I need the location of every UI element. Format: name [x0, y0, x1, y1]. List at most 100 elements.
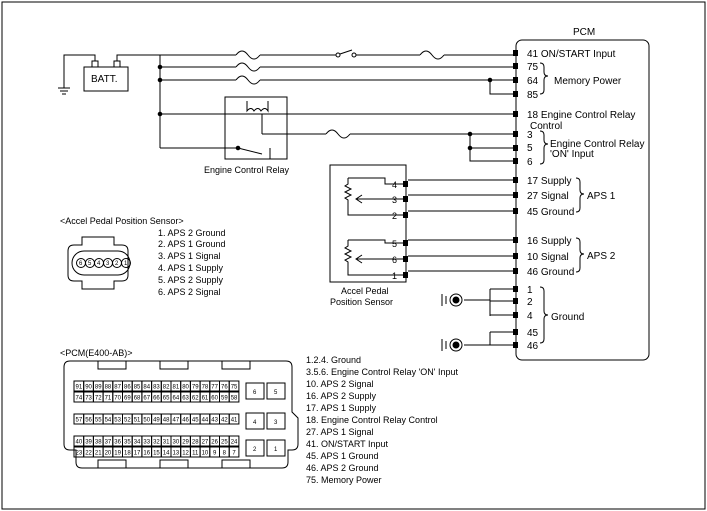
pcm-pin-cell-num: 69	[124, 396, 131, 402]
pcm-pin-num: 2	[527, 297, 533, 308]
pcm-pin-num: 41	[527, 49, 539, 60]
sensor-pin: 2	[392, 211, 397, 221]
pcm-pin-cell-num: 47	[173, 418, 180, 424]
pcm-pin-cell-num: 22	[85, 451, 92, 457]
aps-connector-pin-numbers: 6 5 4 3 2 1	[79, 261, 128, 267]
ground-wire-2	[464, 331, 513, 346]
pcm-pin-num: 3	[527, 130, 533, 141]
pcm-pin-cell-num: 41	[231, 418, 238, 424]
pcm-pin-cell-num: 83	[153, 385, 160, 391]
aps-legend-item: 1. APS 2 Ground	[158, 228, 226, 238]
pcm-pin-cell-num: 10	[202, 451, 209, 457]
pcm-pin-cell-num: 72	[95, 396, 102, 402]
pcm-pin-num: 5	[527, 143, 533, 154]
pcm-pin-label: Supply	[541, 176, 572, 187]
pcm-pin-cell-num: 76	[221, 385, 228, 391]
pcm-pin-cell-num: 54	[105, 418, 112, 424]
pcm-pin-cell-num: 20	[105, 451, 112, 457]
aps-sensor-label-2: Position Sensor	[330, 297, 393, 307]
pcm-pin-cell-num: 50	[143, 418, 150, 424]
pcm-pin-cell-num: 52	[124, 418, 131, 424]
splice-64	[487, 77, 493, 83]
pcm-pin-cell-num: 36	[114, 440, 121, 446]
pcm-pin-cell-num: 42	[221, 418, 228, 424]
aps-legend-item: 5. APS 2 Supply	[158, 275, 224, 285]
pcm-legend-item: 10. APS 2 Signal	[306, 379, 374, 389]
aps-legend-item: 2. APS 1 Ground	[158, 239, 226, 249]
pcm-pin-num: 46	[527, 341, 539, 352]
pcm-pin-cell-num: 43	[211, 418, 218, 424]
pcm-pin-cell-num: 40	[76, 440, 83, 446]
aps2-potentiometer	[343, 239, 403, 276]
pcm-big-pins	[245, 382, 286, 457]
pcm-pin-num: 27	[527, 191, 539, 202]
pcm-pin-cell-num: 87	[114, 385, 121, 391]
aps-connector-pins	[76, 258, 131, 268]
battery-label: BATT.	[91, 74, 117, 85]
aps-legend: 1. APS 2 Ground 2. APS 1 Ground 3. APS 1…	[158, 228, 226, 297]
pcm-pin-cell-num: 70	[114, 396, 121, 402]
pcm-legend-item: 3.5.6. Engine Control Relay 'ON' Input	[306, 367, 459, 377]
pcm-pin-cell-num: 30	[173, 440, 180, 446]
svg-text:41 ON/START Input: 41 ON/START Input	[527, 49, 616, 60]
pcm-connector-title: <PCM(E400-AB)>	[60, 348, 133, 358]
pcm-pin-cell-num: 84	[143, 385, 150, 391]
pcm-connector-tabs	[97, 360, 251, 469]
pcm-big-pin-num: 5	[274, 390, 278, 396]
group-labels: APS 1 APS 2 Ground	[551, 191, 616, 323]
ground-symbol-1-bars	[441, 294, 447, 306]
battery-box	[83, 66, 129, 92]
pcm-big-pin-num: 3	[274, 420, 278, 426]
sensor-pin: 3	[392, 195, 397, 205]
pcm-pin-num: 17	[527, 176, 539, 187]
pcm-pin-cell-num: 60	[211, 396, 218, 402]
fuse-75	[235, 62, 261, 72]
pcm-pin-cell	[228, 391, 240, 403]
pcm-pin-cell-num: 19	[114, 451, 121, 457]
aps-pin-num: 5	[88, 261, 92, 267]
pcm-pin-cell	[228, 380, 240, 392]
pcm-pin-cell-num: 17	[134, 451, 141, 457]
ground-symbol-2	[449, 338, 463, 352]
group-label-aps1: APS 1	[587, 191, 616, 202]
aps2-wiper	[355, 254, 385, 264]
svg-text:46 Ground: 46 Ground	[527, 267, 574, 278]
pcm-pin-cell-num: 89	[95, 385, 102, 391]
sensor-pcm-wires	[408, 179, 513, 272]
pcm-pin-num: 75	[527, 62, 539, 73]
pcm-pin-num: 45	[527, 328, 539, 339]
relay-coil	[246, 101, 269, 113]
svg-text:10 Signal: 10 Signal	[527, 252, 569, 263]
ground-symbol-2-bars	[441, 339, 447, 351]
ground-wire-1	[464, 288, 513, 316]
fuse-41-b	[419, 50, 445, 60]
pcm-pin-cell-num: 73	[85, 396, 92, 402]
pcm-legend-item: 41. ON/START Input	[306, 439, 389, 449]
splice-5	[467, 145, 473, 151]
pcm-pin-cell-num: 15	[153, 451, 160, 457]
aps-legend-item: 6. APS 2 Signal	[158, 287, 221, 297]
pcm-pin-cell-num: 63	[182, 396, 189, 402]
pcm-legend-item: 46. APS 2 Ground	[306, 463, 379, 473]
aps-sensor-label-1: Accel Pedal	[341, 286, 389, 296]
aps-pin-num: 3	[106, 261, 110, 267]
pcm-pin-cell-num: 64	[173, 396, 180, 402]
splice-18	[157, 111, 163, 117]
pcm-pin-label-line2: Control	[530, 121, 562, 132]
pcm-pin-cell-num: 11	[192, 451, 199, 457]
pcm-pin-label: Signal	[541, 191, 569, 202]
pcm-pin-cell-num: 56	[85, 418, 92, 424]
brace-relay-on	[539, 130, 549, 165]
pcm-pin-cell-num: 82	[163, 385, 170, 391]
pcm-big-pin-num: 4	[253, 420, 257, 426]
relay-label: Engine Control Relay	[204, 165, 290, 175]
pcm-pin-cell-num: 55	[95, 418, 102, 424]
pcm-pin-cell	[228, 446, 240, 458]
relay-output-wire	[261, 114, 326, 135]
pcm-pin-cell-num: 68	[134, 396, 141, 402]
pcm-pin-cell-num: 26	[211, 440, 218, 446]
